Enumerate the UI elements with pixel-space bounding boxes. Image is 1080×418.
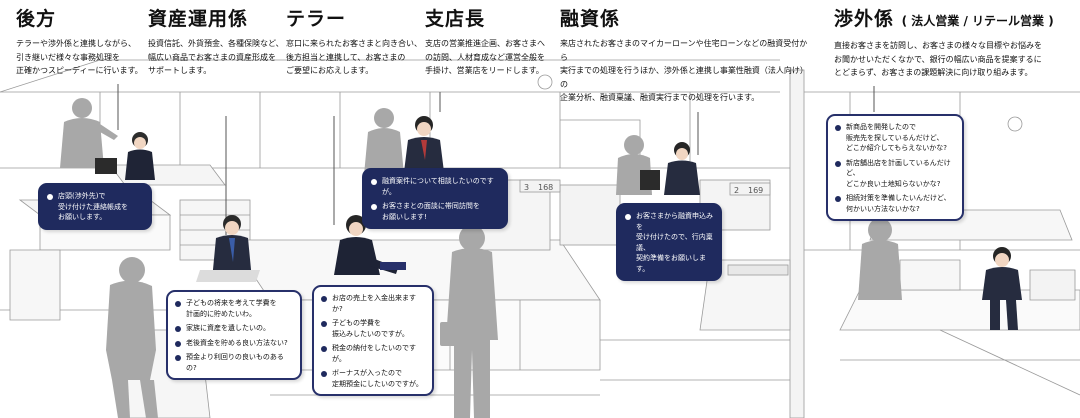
role-title: 支店長 <box>425 8 486 30</box>
bubble-line: 新店舗出店を計画しているんだけど、 どこか良い土地知らないかな? <box>835 158 956 190</box>
speech-bubble-back-office: 店頭(渉外先)で 受け付けた連絡帳成を お願いします。 <box>38 183 152 230</box>
counter-number: 168 <box>538 183 553 192</box>
role-teller: テラー 窓口に来られたお客さまと向き合い、 後方担当と連携して、お客さまの ご要… <box>286 8 426 78</box>
role-description: 直接お客さまを訪問し、お客さまの様々な目標やお悩みを お聞かせいただくなかで、銀… <box>834 41 1042 77</box>
bubble-line: 新商品を開発したので 販売先を探しているんだけど、 どこか紹介してもらえないかな… <box>835 122 956 154</box>
role-title: 渉外係 ( 法人営業 / リテール営業 ) <box>834 8 1054 30</box>
bubble-line: 子どもの将来を考えて学費を 計画的に貯めたいわ。 <box>175 298 294 319</box>
bubble-line: ボーナスが入ったので 定期預金にしたいのですが。 <box>321 368 426 389</box>
role-title: テラー <box>286 8 347 30</box>
role-description: 支店の営業推進企画、お客さまへ の訪問、人材育成など運営全般を 手掛け、営業店を… <box>425 39 545 75</box>
bubble-line: お客さまから融資申込みを 受け付けたので、行内稟議、 契約準備をお願いします。 <box>625 211 714 274</box>
role-description: 投資信託、外貨預金、各種保険など、 幅広い商品でお客さまの資産形成を サポートし… <box>148 39 284 75</box>
speech-bubble-sales: 新商品を開発したので 販売先を探しているんだけど、 どこか紹介してもらえないかな… <box>826 114 964 221</box>
role-asset-management: 資産運用係 投資信託、外貨預金、各種保険など、 幅広い商品でお客さまの資産形成を… <box>148 8 293 78</box>
bubble-line: 老後資金を貯める良い方法ない? <box>175 338 294 349</box>
bubble-line: 融資案件について相談したいのですが。 <box>371 176 500 197</box>
role-sales: 渉外係 ( 法人営業 / リテール営業 ) 直接お客さまを訪問し、お客さまの様々… <box>834 8 1070 80</box>
role-title: 資産運用係 <box>148 8 249 30</box>
bubble-line: 子どもの学費を 振込みしたいのですが。 <box>321 318 426 339</box>
counter-number: 2 <box>734 186 739 195</box>
bubble-line: 店頭(渉外先)で 受け付けた連絡帳成を お願いします。 <box>47 191 144 223</box>
speech-bubble-manager: 融資案件について相談したいのですが。 お客さまとの面談に帯同訪問を お願いします… <box>362 168 508 229</box>
bubble-line: お店の売上を入金出来ますか? <box>321 293 426 314</box>
bubble-line: 家族に資産を遺したいの。 <box>175 323 294 334</box>
counter-number: 169 <box>748 186 763 195</box>
counter-number: 3 <box>524 183 529 192</box>
staff-figures <box>95 116 1022 330</box>
speech-bubble-loan: お客さまから融資申込みを 受け付けたので、行内稟議、 契約準備をお願いします。 <box>616 203 722 281</box>
role-title: 融資係 <box>560 8 621 30</box>
bubble-line: お客さまとの面談に帯同訪問を お願いします! <box>371 201 500 222</box>
bubble-line: 税金の納付をしたいのですが。 <box>321 343 426 364</box>
bubble-line: 預金より利回りの良いものあるの? <box>175 352 294 373</box>
bubble-line: 相続対策を準備したいんだけど、 何かいい方法ないかな? <box>835 193 956 214</box>
speech-bubble-asset: 子どもの将来を考えて学費を 計画的に貯めたいわ。 家族に資産を遺したいの。 老後… <box>166 290 302 380</box>
role-subtitle: ( 法人営業 / リテール営業 ) <box>901 14 1054 28</box>
role-branch-manager: 支店長 支店の営業推進企画、お客さまへ の訪問、人材育成など運営全般を 手掛け、… <box>425 8 553 78</box>
speech-bubble-teller: お店の売上を入金出来ますか? 子どもの学費を 振込みしたいのですが。 税金の納付… <box>312 285 434 396</box>
role-description: 窓口に来られたお客さまと向き合い、 後方担当と連携して、お客さまの ご要望にお応… <box>286 39 422 75</box>
role-back-office: 後方 テラーや渉外係と連携しながら、 引き継いだ様々な事務処理を 正確かつスピー… <box>16 8 146 78</box>
role-description: 来店されたお客さまのマイカーローンや住宅ローンなどの融資受付から 実行までの処理… <box>560 39 808 102</box>
role-title: 後方 <box>16 8 57 30</box>
customer-silhouettes <box>60 98 902 418</box>
role-description: テラーや渉外係と連携しながら、 引き継いだ様々な事務処理を 正確かつスピーディー… <box>16 39 143 75</box>
role-loans: 融資係 来店されたお客さまのマイカーローンや住宅ローンなどの融資受付から 実行ま… <box>560 8 815 105</box>
